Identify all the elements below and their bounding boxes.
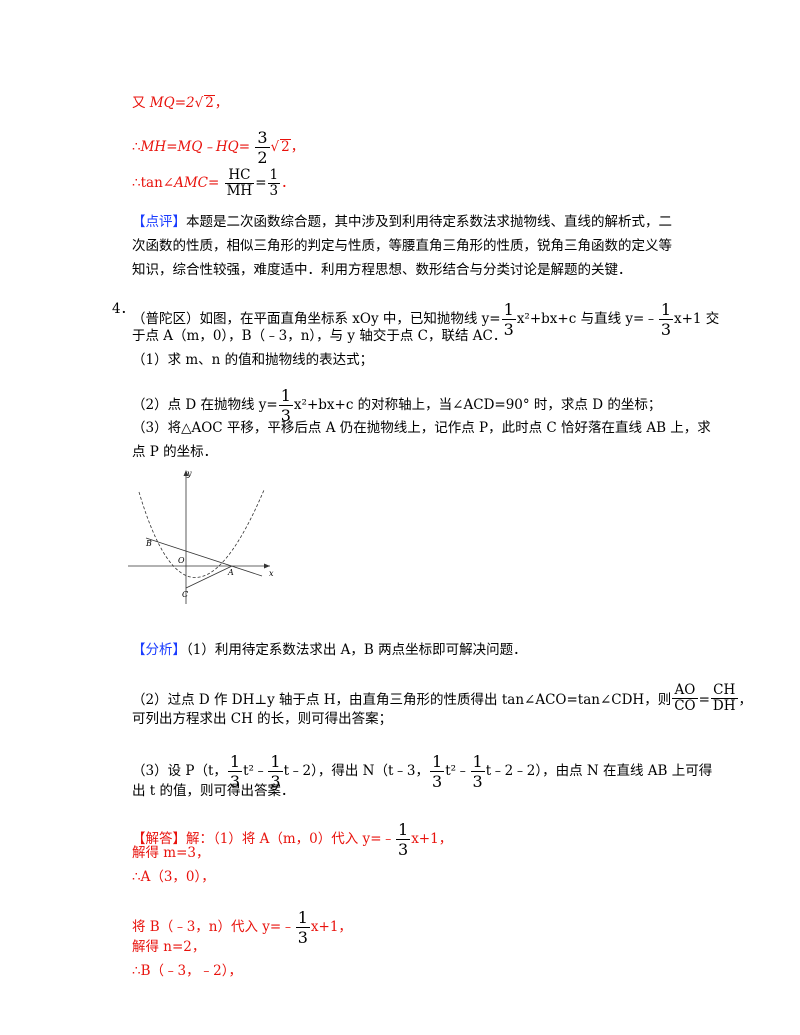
math-expr: AMC= — [174, 175, 220, 191]
problem-line-2: 于点 A（m，0），B（﹣3，n），与 y 轴交于点 C，联结 AC． — [132, 328, 507, 344]
x-axis-arrow — [264, 563, 270, 569]
question-3-line-1: （3）将△AOC 平移，平移后点 A 仍在抛物线上，记作点 P，此时点 C 恰好… — [132, 420, 711, 436]
analysis-line-1: 【分析】（1）利用待定系数法求出 A，B 两点坐标即可解决问题． — [132, 642, 527, 658]
analysis-line-2b: 可列出方程求出 CH 的长，则可得出答案； — [132, 711, 393, 727]
radicand: 2 — [204, 95, 215, 111]
label-x: x — [269, 569, 274, 578]
parabola-figure: y x B O A C — [128, 469, 274, 604]
radicand: 2 — [280, 139, 291, 155]
parabola-curve — [138, 489, 265, 578]
label-o: O — [178, 556, 185, 565]
punct: ， — [290, 139, 305, 155]
text: ∴tan∠ — [132, 175, 175, 191]
punct: ， — [214, 95, 229, 111]
y-axis-arrow — [183, 470, 189, 476]
line-ab — [145, 537, 263, 577]
text: 本题是二次函数综合题，其中涉及到利用待定系数法求抛物线、直线的解析式，二 — [186, 214, 672, 230]
text: 又 — [132, 95, 146, 111]
therefore-symbol: ∴ — [132, 139, 141, 155]
question-1: （1）求 m、n 的值和抛物线的表达式； — [132, 352, 374, 368]
solution-line-6: ∴B（﹣3，﹣2）， — [132, 963, 242, 979]
solution-line-3: ∴A（3，0）， — [132, 869, 215, 885]
math-expr: MH=MQ﹣HQ= — [140, 139, 251, 155]
analysis-line-2: （2）过点 D 作 DH⊥y 轴于点 H，由直角三角形的性质得出 tan∠ACO… — [132, 682, 753, 714]
label-a: A — [227, 568, 234, 577]
solution-line-5: 解得 n=2， — [132, 939, 206, 955]
solution-line-2: 解得 m=3， — [132, 845, 210, 861]
question-3-line-2: 点 P 的坐标． — [132, 444, 218, 460]
problem-number: 4． — [112, 301, 135, 317]
comment-paragraph: 【点评】本题是二次函数综合题，其中涉及到利用待定系数法求抛物线、直线的解析式，二… — [132, 210, 672, 282]
text: 知识，综合性较强，难度适中．利用方程思想、数形结合与分类讨论是解题的关键． — [132, 262, 632, 278]
analysis-tag: 【分析】 — [132, 642, 186, 658]
math-expr: MQ=2 — [149, 95, 195, 111]
solution-tag: 【解答】 — [132, 831, 186, 847]
segment-ac — [185, 565, 233, 589]
comment-tag: 【点评】 — [132, 214, 186, 230]
text: 次函数的性质，相似三角形的判定与性质，等腰直角三角形的性质，锐角三角函数的定义等 — [132, 238, 672, 254]
derivation-line-mq: 又 MQ=2√2， — [132, 95, 229, 111]
label-y: y — [186, 469, 192, 478]
analysis-line-3b: 出 t 的值，则可得出答案． — [132, 783, 295, 799]
label-c: C — [182, 590, 188, 599]
punct: ． — [281, 175, 295, 191]
label-b: B — [145, 539, 152, 548]
